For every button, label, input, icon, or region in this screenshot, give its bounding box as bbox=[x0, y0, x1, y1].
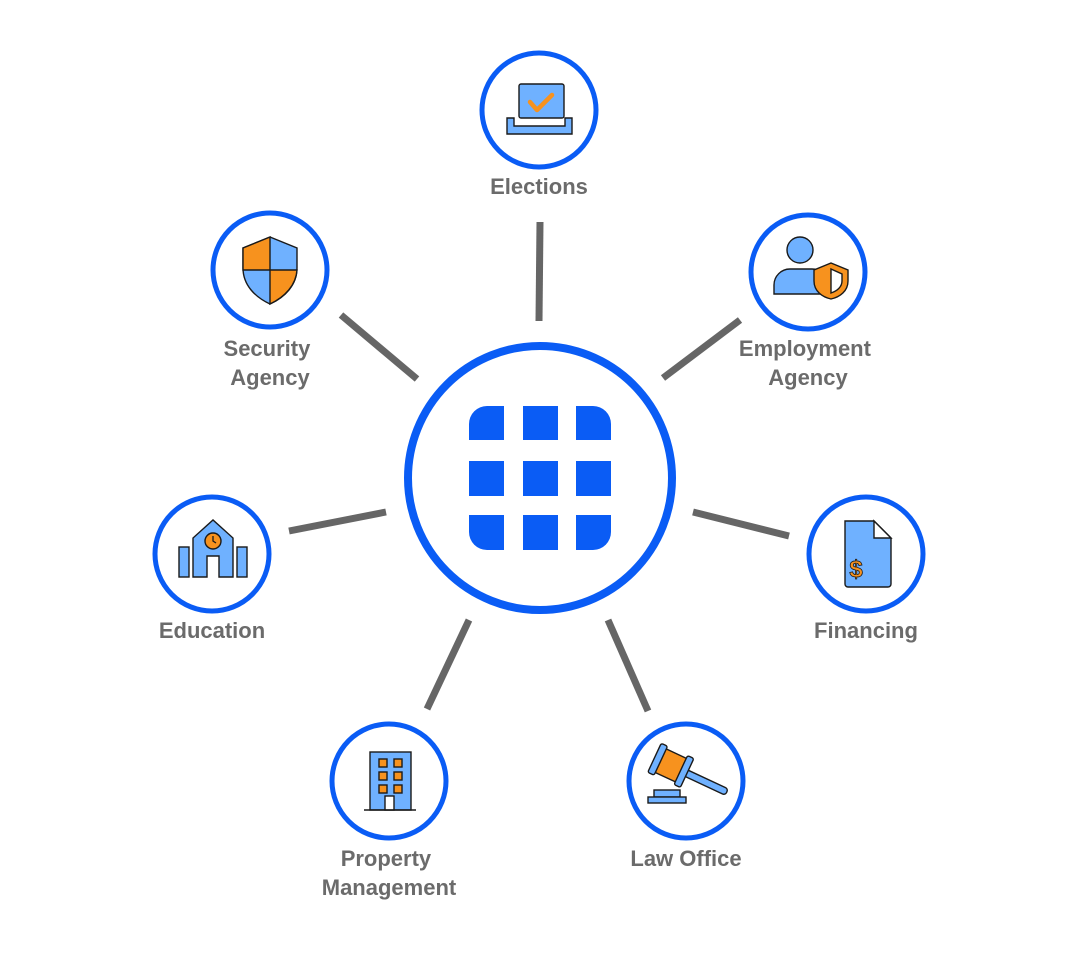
node-label: Law Office bbox=[630, 846, 741, 871]
node-label-line: Education bbox=[159, 618, 265, 643]
svg-text:$: $ bbox=[849, 556, 863, 583]
node-label: Security Agency bbox=[224, 336, 317, 390]
spokes bbox=[288, 221, 790, 713]
spoke-employment-agency bbox=[660, 317, 743, 381]
shield-icon bbox=[242, 235, 298, 306]
hub bbox=[404, 342, 676, 614]
node-security-agency: Security Agency bbox=[210, 210, 330, 390]
node-label: Financing bbox=[814, 618, 918, 643]
node-label-line: Property bbox=[341, 846, 432, 871]
node-label: Education bbox=[159, 618, 265, 643]
spoke-property-management bbox=[423, 618, 473, 711]
node-label: Elections bbox=[490, 174, 588, 199]
spoke-elections bbox=[535, 221, 544, 322]
node-label-line: Security bbox=[224, 336, 312, 361]
node-label-line: Law Office bbox=[630, 846, 741, 871]
invoice-dollar-icon: $ bbox=[844, 519, 893, 588]
spoke-education bbox=[288, 508, 387, 535]
node-elections: Elections bbox=[479, 50, 599, 199]
node-label-line: Agency bbox=[230, 365, 310, 390]
node-label-line: Financing bbox=[814, 618, 918, 643]
node-financing: $ Financing bbox=[806, 494, 926, 643]
office-building-icon bbox=[364, 751, 416, 811]
node-employment-agency: Employment Agency bbox=[739, 212, 877, 390]
grid-logo-icon bbox=[469, 406, 611, 550]
node-education: Education bbox=[152, 494, 272, 643]
gavel-icon bbox=[647, 743, 728, 804]
node-label: Employment Agency bbox=[739, 336, 877, 390]
node-label-line: Elections bbox=[490, 174, 588, 199]
spoke-security-agency bbox=[338, 312, 420, 382]
node-label-line: Agency bbox=[768, 365, 848, 390]
node-label: Property Management bbox=[322, 846, 457, 900]
node-law-office: Law Office bbox=[626, 721, 746, 871]
ballot-box-icon bbox=[506, 83, 573, 135]
spoke-law-office bbox=[604, 618, 652, 713]
node-ring bbox=[626, 721, 746, 841]
spoke-financing bbox=[692, 508, 790, 540]
user-shield-icon bbox=[773, 236, 849, 300]
node-label-line: Management bbox=[322, 875, 457, 900]
node-property-management: Property Management bbox=[322, 721, 457, 900]
node-label-line: Employment bbox=[739, 336, 872, 361]
school-building-icon bbox=[178, 519, 248, 578]
